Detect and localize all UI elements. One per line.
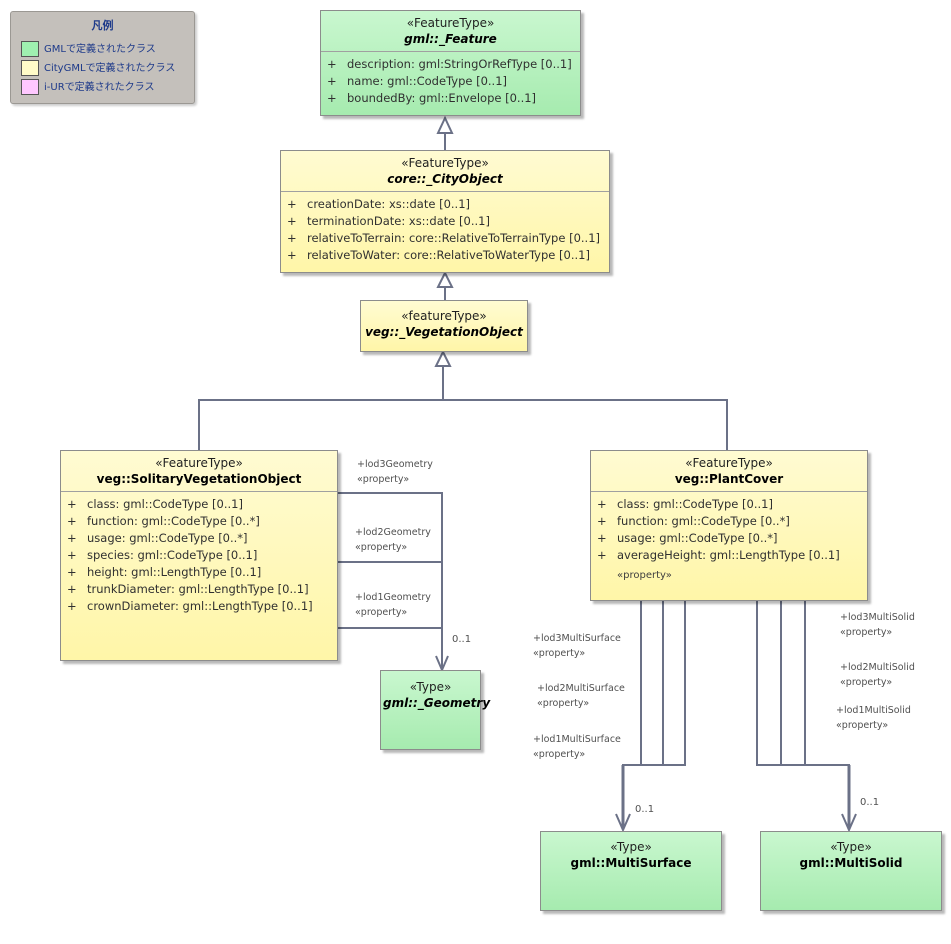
class-name: gml::MultiSurface bbox=[570, 856, 692, 870]
attribute: +name: gml::CodeType [0..1] bbox=[327, 74, 508, 88]
attribute: +function: gml::CodeType [0..*] bbox=[67, 514, 260, 528]
attribute: +relativeToTerrain: core::RelativeToTerr… bbox=[287, 231, 601, 245]
attribute: +boundedBy: gml::Envelope [0..1] bbox=[327, 91, 537, 105]
class-veg-solitaryvegetationobject[interactable]: «FeatureType» veg::SolitaryVegetationObj… bbox=[60, 450, 338, 661]
attribute-list: +creationDate: xs::date [0..1] +terminat… bbox=[281, 192, 609, 264]
stereotype: «FeatureType» bbox=[155, 456, 243, 470]
multiplicity-multisurface: 0..1 bbox=[635, 804, 655, 815]
attribute: +usage: gml::CodeType [0..*] bbox=[67, 531, 248, 545]
class-name: veg::_VegetationObject bbox=[365, 325, 523, 339]
stereotype: «FeatureType» bbox=[401, 156, 489, 170]
class-name: veg::SolitaryVegetationObject bbox=[96, 472, 302, 486]
class-name: veg::PlantCover bbox=[674, 472, 784, 486]
stereotype: «featureType» bbox=[401, 309, 487, 323]
generalization-tree bbox=[198, 399, 728, 450]
stereotype: «Type» bbox=[409, 680, 452, 694]
class-gml-multisolid[interactable]: «Type» gml::MultiSolid bbox=[760, 831, 942, 911]
stereotype: «Type» bbox=[830, 840, 872, 854]
attribute: +species: gml::CodeType [0..1] bbox=[67, 548, 258, 562]
attribute: +height: gml::LengthType [0..1] bbox=[67, 565, 262, 579]
legend-title: 凡例 bbox=[91, 19, 114, 32]
attribute: +trunkDiameter: gml::LengthType [0..1] bbox=[67, 582, 309, 596]
class-veg-plantcover[interactable]: «FeatureType» veg::PlantCover +class: gm… bbox=[590, 450, 868, 601]
stereotype: «FeatureType» bbox=[406, 16, 495, 30]
generalization-arrow-feature bbox=[436, 115, 454, 134]
legend-item-iur: i-URで定義されたクラス bbox=[21, 79, 154, 96]
attribute: +class: gml::CodeType [0..1] bbox=[67, 497, 243, 511]
attribute: +relativeToWater: core::RelativeToWaterT… bbox=[287, 248, 590, 262]
attribute-list: +class: gml::CodeType [0..1] +function: … bbox=[591, 492, 867, 564]
assoc-label-lod1geometry: +lod1Geometry«property» bbox=[355, 592, 431, 618]
attribute-list: +class: gml::CodeType [0..1] +function: … bbox=[61, 492, 337, 615]
attribute-list: +description: gml:StringOrRefType [0..1]… bbox=[321, 52, 580, 107]
generalization-arrow-cityobject bbox=[436, 270, 454, 288]
attribute: +usage: gml::CodeType [0..*] bbox=[597, 531, 778, 545]
class-name: gml::_Geometry bbox=[383, 696, 491, 710]
class-gml-multisurface[interactable]: «Type» gml::MultiSurface bbox=[540, 831, 722, 911]
class-name: core::_CityObject bbox=[387, 172, 503, 186]
stereotype: «Type» bbox=[610, 840, 652, 854]
assoc-lod1multisurface bbox=[623, 600, 686, 766]
assoc-lod3geometry bbox=[338, 492, 443, 668]
assoc-label-lod1multisolid: +lod1MultiSolid«property» bbox=[836, 705, 911, 731]
stereotype: «FeatureType» bbox=[685, 456, 773, 470]
attribute: +crownDiameter: gml::LengthType [0..1] bbox=[67, 599, 313, 613]
attribute: +class: gml::CodeType [0..1] bbox=[597, 497, 773, 511]
multiplicity-multisolid: 0..1 bbox=[860, 797, 880, 808]
assoc-label-lod2multisolid: +lod2MultiSolid«property» bbox=[840, 662, 915, 688]
assoc-label-lod3multisurface: +lod3MultiSurface«property» bbox=[533, 633, 621, 659]
class-core-cityobject[interactable]: «FeatureType» core::_CityObject +creatio… bbox=[280, 150, 610, 273]
assoc-label-lod3multisolid: +lod3MultiSolid«property» bbox=[840, 612, 915, 638]
legend-swatch-citygml bbox=[21, 60, 39, 76]
legend-item-gml: GMLで定義されたクラス bbox=[21, 41, 156, 58]
attribute: +description: gml:StringOrRefType [0..1] bbox=[327, 57, 572, 71]
class-name: gml::_Feature bbox=[404, 32, 497, 46]
legend-swatch-gml bbox=[21, 41, 39, 57]
class-gml-geometry[interactable]: «Type» gml::_Geometry bbox=[380, 670, 491, 750]
generalization-arrow-vegobject bbox=[434, 349, 452, 367]
attribute: +terminationDate: xs::date [0..1] bbox=[287, 214, 490, 228]
legend-swatch-iur bbox=[21, 79, 39, 95]
class-veg-vegetationobject[interactable]: «featureType» veg::_VegetationObject bbox=[360, 300, 528, 352]
class-name: gml::MultiSolid bbox=[799, 856, 903, 870]
legend-item-citygml: CityGMLで定義されたクラス bbox=[21, 60, 175, 77]
assoc-label-lod1multisurface: +lod1MultiSurface«property» bbox=[533, 734, 621, 760]
attribute: +averageHeight: gml::LengthType [0..1] bbox=[597, 548, 840, 562]
assoc-label-lod3geometry: +lod3Geometry«property» bbox=[357, 459, 433, 485]
class-gml-feature[interactable]: «FeatureType» gml::_Feature +description… bbox=[320, 10, 581, 116]
assoc-label-lod2multisurface: +lod2MultiSurface«property» bbox=[537, 683, 625, 709]
legend-panel: 凡例 GMLで定義されたクラス CityGMLで定義されたクラス i-URで定義… bbox=[10, 11, 195, 104]
attribute: +function: gml::CodeType [0..*] bbox=[597, 514, 790, 528]
property-stereotype-note: «property» bbox=[617, 570, 672, 581]
attribute: +creationDate: xs::date [0..1] bbox=[287, 197, 471, 211]
assoc-label-lod2geometry: +lod2Geometry«property» bbox=[355, 527, 431, 553]
assoc-lod3multisurface bbox=[622, 600, 642, 830]
multiplicity-geometry: 0..1 bbox=[452, 634, 472, 645]
